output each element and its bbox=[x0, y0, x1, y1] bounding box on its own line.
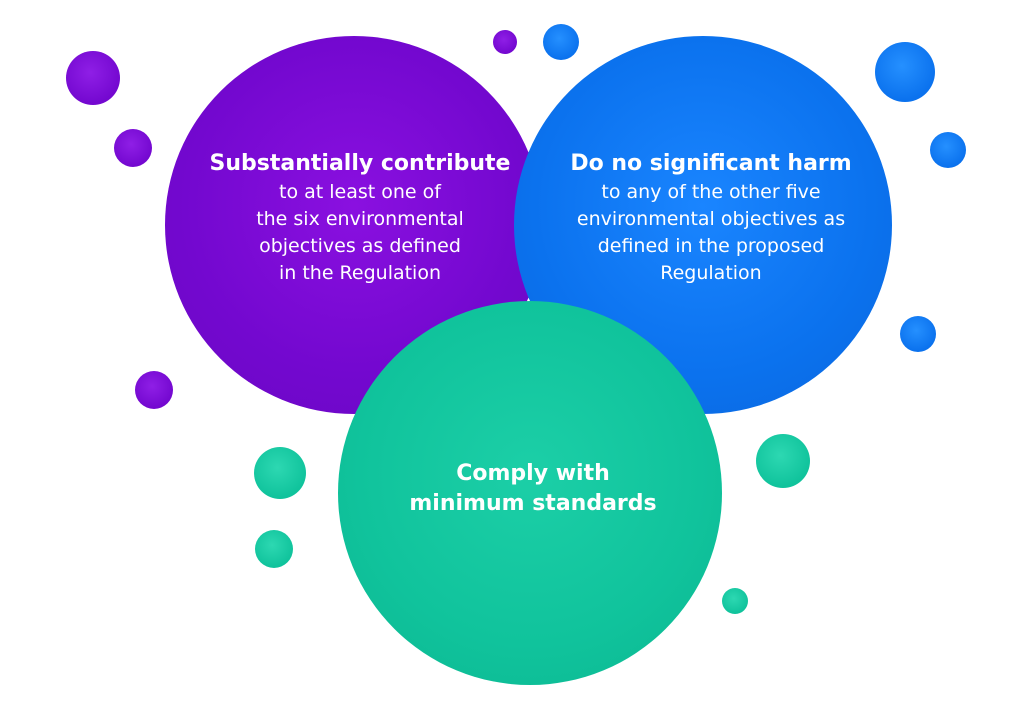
blue-dot bbox=[930, 132, 966, 168]
blue-dot bbox=[543, 24, 579, 60]
right-circle-text: Do no significant harm to any of the oth… bbox=[541, 149, 881, 287]
bottom-circle-heading: Comply with bbox=[456, 461, 610, 486]
left-circle-heading: Substantially contribute bbox=[209, 151, 511, 176]
blue-dot bbox=[875, 42, 935, 102]
bottom-circle-text: Comply with minimum standards bbox=[363, 459, 703, 519]
right-circle-line: Regulation bbox=[660, 262, 762, 284]
teal-dot bbox=[255, 530, 293, 568]
left-circle-line: in the Regulation bbox=[278, 262, 442, 284]
right-circle-line: defined in the proposed bbox=[597, 235, 825, 257]
bottom-circle bbox=[338, 301, 722, 685]
teal-dot bbox=[722, 588, 748, 614]
left-circle-line: the six environmental bbox=[256, 208, 464, 230]
purple-dot bbox=[66, 51, 120, 105]
purple-dot bbox=[493, 30, 517, 54]
purple-dot bbox=[135, 371, 173, 409]
right-circle-line: to any of the other five bbox=[601, 181, 821, 203]
right-circle-line: environmental objectives as bbox=[576, 208, 846, 230]
left-circle-text: Substantially contribute to at least one… bbox=[190, 149, 530, 287]
bottom-circle-heading: minimum standards bbox=[409, 491, 657, 516]
right-circle-heading: Do no significant harm bbox=[570, 151, 852, 176]
left-circle-line: to at least one of bbox=[279, 181, 441, 203]
left-circle-line: objectives as defined bbox=[259, 235, 461, 257]
teal-dot bbox=[254, 447, 306, 499]
teal-dot bbox=[756, 434, 810, 488]
blue-dot bbox=[900, 316, 936, 352]
purple-dot bbox=[114, 129, 152, 167]
